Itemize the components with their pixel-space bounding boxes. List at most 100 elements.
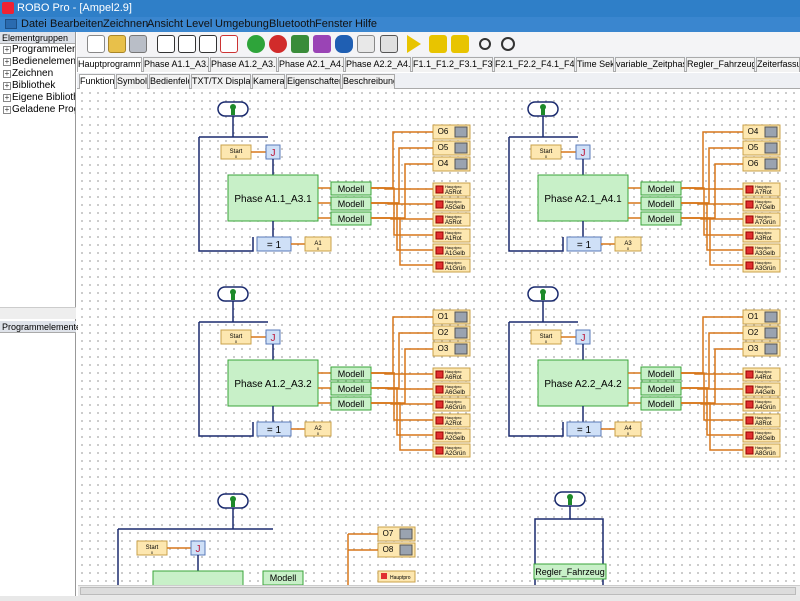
expand-icon[interactable]: + xyxy=(3,69,11,78)
tab-eigenschaften[interactable]: Eigenschaften xyxy=(286,74,341,89)
tab-bedienfeld[interactable]: Bedienfeld xyxy=(149,74,190,89)
sidebar-item-bibliothek[interactable]: +Bibliothek xyxy=(3,80,56,91)
lamp-icon xyxy=(381,573,387,579)
menu-hilfe[interactable]: Hilfe xyxy=(355,18,378,30)
sidebar-item-geladene-programme[interactable]: +Geladene Programme xyxy=(3,104,75,115)
start-online-icon[interactable] xyxy=(247,35,265,53)
stop-icon[interactable] xyxy=(269,35,287,53)
expand-icon[interactable]: + xyxy=(3,81,11,90)
lamp-icon xyxy=(435,400,444,409)
lamp-icon xyxy=(745,200,754,209)
wait-input-label: J xyxy=(581,333,586,344)
window-icon[interactable] xyxy=(380,35,398,53)
download-icon[interactable] xyxy=(291,35,309,53)
expand-icon[interactable]: + xyxy=(3,105,11,114)
menu-fenster[interactable]: Fenster xyxy=(315,18,353,30)
lamp-hauptpro: Hauptpro xyxy=(755,214,772,219)
data-line xyxy=(681,372,743,421)
lamp-label: A2Rot xyxy=(445,421,462,427)
lamp-icon xyxy=(435,370,444,379)
start-figure-body xyxy=(541,109,545,115)
step-icon[interactable] xyxy=(451,35,469,53)
variable-name: A2 xyxy=(314,426,322,432)
motor-icon xyxy=(399,544,413,556)
variable-block xyxy=(304,236,332,252)
tab-txt-display[interactable]: TXT/TX Display xyxy=(191,74,251,89)
expand-icon[interactable]: + xyxy=(3,93,11,102)
new-file-icon[interactable] xyxy=(87,35,105,53)
txt-interface-icon[interactable] xyxy=(313,35,331,53)
lamp-label: A5Rot xyxy=(445,220,462,226)
lamp-icon xyxy=(745,446,754,455)
variable-block xyxy=(614,236,642,252)
tab-phase-a2-1[interactable]: Phase A2.1_A4.1 xyxy=(278,57,344,72)
open-folder-icon[interactable] xyxy=(108,35,126,53)
scrollbar-thumb[interactable] xyxy=(80,587,796,595)
menu-umgebung[interactable]: Umgebung xyxy=(215,18,269,30)
start-value: 0 xyxy=(545,339,548,344)
lamp-icon xyxy=(435,231,444,240)
zoom-out-icon[interactable] xyxy=(479,38,491,50)
lamp-icon xyxy=(435,261,444,270)
com-usb-icon[interactable] xyxy=(357,35,375,53)
menu-datei[interactable]: Datei xyxy=(21,18,47,30)
start-label: Start xyxy=(540,334,553,340)
output-label: O6 xyxy=(748,159,759,168)
expand-icon[interactable]: + xyxy=(3,45,11,54)
tab-beschreibung[interactable]: Beschreibung xyxy=(342,74,395,89)
tab-phase-a1-1[interactable]: Phase A1.1_A3.1 xyxy=(143,57,209,72)
tab-f2[interactable]: F2.1_F2.2_F4.1_F4.2 xyxy=(494,57,575,72)
expand-icon[interactable]: + xyxy=(3,57,11,66)
start-figure-body xyxy=(541,294,545,300)
motor-icon xyxy=(454,327,468,339)
tab-regler-fahrzeuge[interactable]: Regler_Fahrzeuge xyxy=(686,57,755,72)
sidebar-scrollbar[interactable] xyxy=(0,307,76,319)
delete-icon[interactable] xyxy=(220,35,238,53)
zoom-in-icon[interactable] xyxy=(501,37,515,51)
lamp-label: A4Gelb xyxy=(755,390,776,396)
tab-phase-a1-2[interactable]: Phase A1.2_A3.2 xyxy=(210,57,277,72)
bluetooth-icon[interactable] xyxy=(335,35,353,53)
play-icon[interactable] xyxy=(407,35,421,53)
tab-phase-a2-2[interactable]: Phase A2.2_A4.2 xyxy=(345,57,411,72)
tab-funktion[interactable]: Funktion xyxy=(79,74,115,89)
output-label: O3 xyxy=(438,344,449,353)
modell-label: Modell xyxy=(648,184,675,194)
menu-bearbeiten[interactable]: Bearbeiten xyxy=(50,18,104,30)
tab-f1[interactable]: F1.1_F1.2_F3.1_F3.2 xyxy=(412,57,493,72)
tab-kamera[interactable]: Kamera xyxy=(252,74,285,89)
sidebar-item-programmelemente[interactable]: +Programmelemente xyxy=(3,44,75,55)
tab-zeiterfassung[interactable]: Zeiterfassung xyxy=(756,57,800,72)
title-bar: ROBO Pro - [Ampel2.9] xyxy=(0,0,800,17)
sidebar-item-eigene-bibliothek[interactable]: +Eigene Bibliothek xyxy=(3,92,75,103)
tab-hauptprogramm[interactable]: Hauptprogramm xyxy=(77,57,142,72)
variable-name: A4 xyxy=(624,426,632,432)
save-icon[interactable] xyxy=(129,35,147,53)
assign-label: = 1 xyxy=(577,425,592,436)
data-line xyxy=(681,163,743,219)
data-line xyxy=(681,202,743,251)
sidebar-item-bedienelemente[interactable]: +Bedienelemente xyxy=(3,56,75,67)
start-label: Start xyxy=(230,334,243,340)
cut-icon[interactable] xyxy=(157,35,175,53)
paste-icon[interactable] xyxy=(199,35,217,53)
menu-ansicht[interactable]: Ansicht xyxy=(147,18,184,30)
tab-variable-zeitphase[interactable]: variable_Zeitphase xyxy=(615,57,685,72)
horizontal-scrollbar[interactable] xyxy=(78,585,800,596)
lamp-icon xyxy=(745,246,754,255)
variable-block xyxy=(614,421,642,437)
sidebar-item-zeichnen[interactable]: +Zeichnen xyxy=(3,68,54,79)
menu-level[interactable]: Level xyxy=(186,18,213,30)
output-label: O2 xyxy=(748,328,759,337)
menu-zeichnen[interactable]: Zeichnen xyxy=(103,18,149,30)
copy-icon[interactable] xyxy=(178,35,196,53)
tab-symbol[interactable]: Symbol xyxy=(116,74,148,89)
program-tabs: Hauptprogramm Phase A1.1_A3.1 Phase A1.2… xyxy=(77,56,800,72)
pause-icon[interactable] xyxy=(429,35,447,53)
lamp-hauptpro: Hauptpro xyxy=(445,245,462,250)
menu-bluetooth[interactable]: Bluetooth xyxy=(269,18,316,30)
tab-time-sek[interactable]: Time Sek. xyxy=(576,57,614,72)
system-menu-icon[interactable] xyxy=(5,19,17,29)
